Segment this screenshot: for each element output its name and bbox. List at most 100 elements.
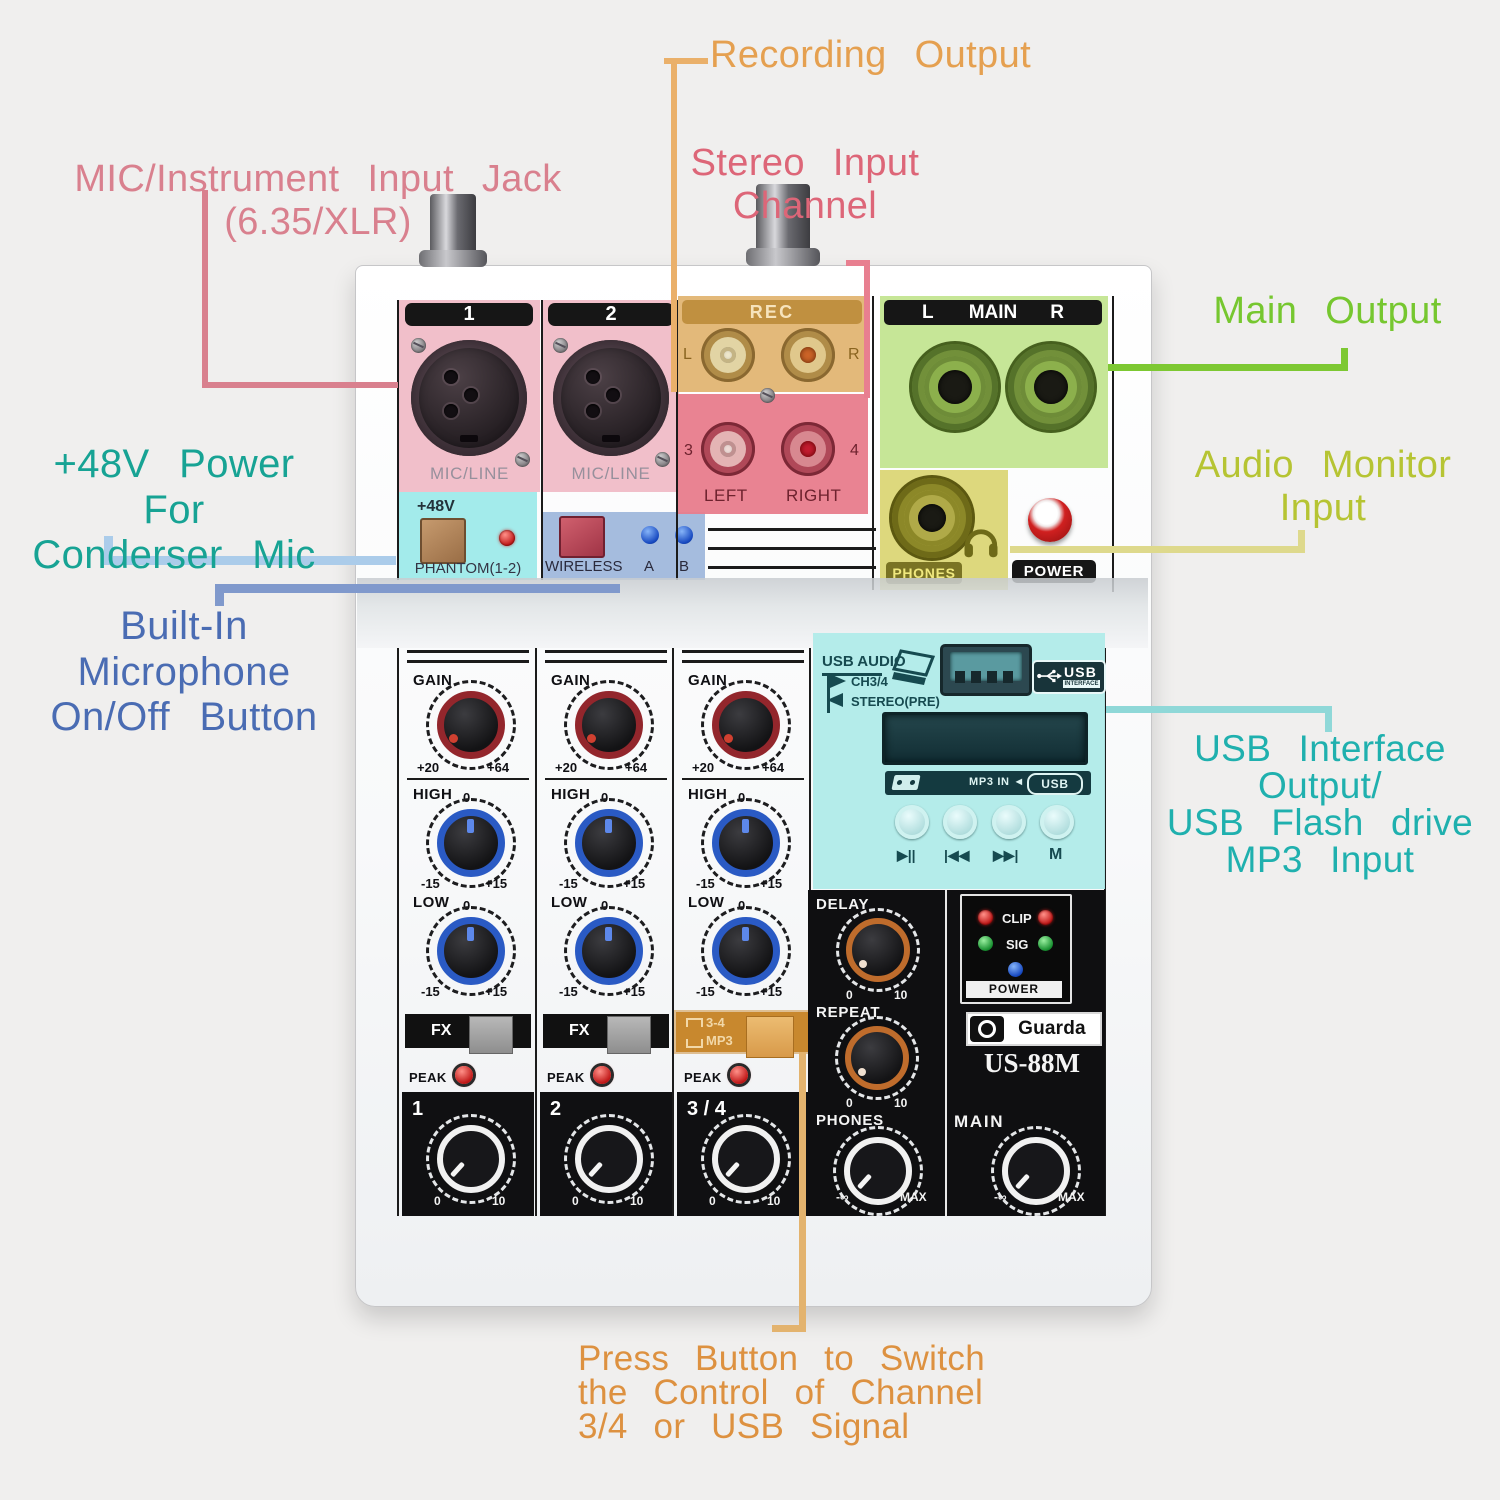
phones-min: -∞ (836, 1190, 849, 1204)
callout-line-press-button (772, 1325, 806, 1332)
repeat-knob[interactable] (835, 1016, 919, 1100)
brand-name: Guarda (1018, 1018, 1086, 1039)
power-meter-label: POWER (966, 981, 1062, 998)
wireless-b-label: B (679, 558, 690, 575)
usb-ch34-label: CH3/4 (851, 674, 888, 689)
switch-pos1-label: 3-4 (706, 1015, 725, 1030)
callout-line-stereo (846, 260, 870, 266)
play-pause-button[interactable] (895, 805, 929, 839)
xlr-combo-jack-2[interactable] (553, 340, 669, 456)
channel-number: 3 / 4 (687, 1098, 726, 1120)
clip-label: CLIP (1002, 911, 1032, 926)
laptop-icon (891, 649, 936, 685)
high-eq-knob-ch1[interactable] (426, 798, 516, 888)
mp3-display-screen (882, 712, 1088, 765)
phones-knob[interactable] (833, 1126, 923, 1216)
phantom-led (499, 530, 515, 546)
eq-min: -15 (421, 984, 440, 999)
callout-line-press-button (799, 1052, 806, 1332)
connector-post-left (430, 194, 476, 256)
level-knob-ch34[interactable] (701, 1114, 791, 1204)
gain-max: +64 (762, 760, 785, 775)
highlight-ch2-input: 2 MIC/LINE (543, 300, 679, 492)
gain-knob-ch34[interactable] (701, 680, 791, 770)
fx-switch-ch1[interactable] (469, 1016, 513, 1054)
arrow-right-icon (830, 674, 846, 688)
rec-rca-left[interactable] (701, 328, 755, 382)
callout-line-monitor (1010, 546, 1305, 553)
level-max: 10 (767, 1194, 781, 1208)
gain-knob-ch2[interactable] (564, 680, 654, 770)
ch2-number-label: 2 (548, 303, 674, 326)
low-label: LOW (551, 894, 588, 911)
wireless-button[interactable] (559, 516, 605, 558)
callout-line-mic-jack (202, 382, 398, 388)
power-button[interactable] (1028, 498, 1072, 542)
vent-line (708, 547, 876, 550)
main-out-jack-r[interactable] (1008, 344, 1094, 430)
mode-glyph: M (1049, 846, 1063, 863)
eq-zero: 0 (601, 790, 609, 805)
pulse-high-icon (686, 1018, 703, 1027)
rec-rca-right[interactable] (781, 328, 835, 382)
ch3-rca-jack[interactable] (701, 422, 755, 476)
wireless-led-a (641, 526, 659, 544)
peak-led-ch34 (730, 1066, 748, 1084)
level-knob-ch2[interactable] (564, 1114, 654, 1204)
fx-switch-ch2[interactable] (607, 1016, 651, 1054)
low-eq-knob-ch2[interactable] (564, 906, 654, 996)
ch1-number-label: 1 (405, 303, 533, 326)
connector-post-right (756, 184, 810, 254)
gain-min: +20 (692, 760, 715, 775)
low-label: LOW (688, 894, 725, 911)
callout-line-recording (671, 58, 677, 392)
callout-line-usb (1325, 706, 1332, 732)
gain-max: +64 (625, 760, 648, 775)
gain-label: GAIN (551, 672, 591, 689)
high-eq-knob-ch2[interactable] (564, 798, 654, 888)
eq-max: +15 (485, 876, 508, 891)
main-out-jack-l[interactable] (912, 344, 998, 430)
next-button[interactable] (992, 805, 1026, 839)
delay-knob[interactable] (836, 908, 920, 992)
highlight-ch1-input: 1 MIC/LINE (399, 300, 540, 492)
eq-zero: 0 (738, 790, 746, 805)
eq-min: -15 (421, 876, 440, 891)
ch4-rca-jack[interactable] (781, 422, 835, 476)
low-eq-knob-ch34[interactable] (701, 906, 791, 996)
ch34-usb-switch-button[interactable] (746, 1016, 794, 1058)
low-eq-knob-ch1[interactable] (426, 906, 516, 996)
cd-icon (970, 1016, 1004, 1042)
usb-audio-title: USB AUDIO (822, 653, 906, 670)
switch-pos2-label: MP3 (706, 1033, 733, 1048)
gain-max: +64 (487, 760, 510, 775)
phantom-power-button[interactable] (420, 518, 466, 564)
divider (676, 300, 678, 580)
xlr-combo-jack-1[interactable] (411, 340, 527, 456)
wireless-a-label: A (644, 558, 655, 575)
callout-line-phantom (104, 556, 396, 565)
level-knob-ch1[interactable] (426, 1114, 516, 1204)
phones-jack[interactable] (892, 478, 972, 558)
gain-label: GAIN (688, 672, 728, 689)
level-min: 0 (434, 1194, 441, 1208)
usb-a-port[interactable] (940, 644, 1032, 696)
callout-line-usb (1106, 706, 1332, 713)
previous-button[interactable] (943, 805, 977, 839)
high-eq-knob-ch34[interactable] (701, 798, 791, 888)
channel-strip-1: GAIN +20 +64 HIGH 0 -15 +15 LOW 0 -15 +1… (399, 648, 537, 1216)
callout-line-stereo (864, 260, 870, 398)
highlight-phones: PHONES (880, 470, 1008, 590)
peak-led-ch1 (455, 1066, 473, 1084)
gain-knob-ch1[interactable] (426, 680, 516, 770)
mode-button[interactable] (1040, 805, 1074, 839)
next-glyph: ▶▶| (993, 847, 1019, 863)
main-knob[interactable] (991, 1126, 1081, 1216)
badge-interface-text: INTERFACE (1063, 680, 1100, 688)
badge-usb-text: USB (1064, 664, 1097, 680)
